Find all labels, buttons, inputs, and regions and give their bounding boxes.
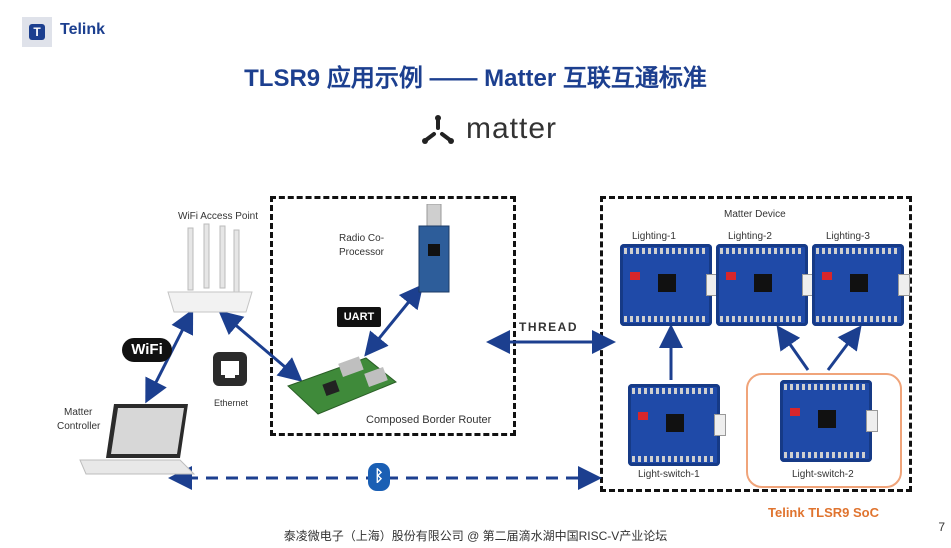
controller-label-2: Controller: [57, 421, 101, 432]
slide-title: TLSR9 应用示例 —— Matter 互联互通标准: [244, 65, 707, 92]
ethernet-label: Ethernet: [214, 398, 249, 408]
matter-wordmark: matter: [466, 112, 558, 145]
rcp-label-2: Processor: [339, 247, 385, 258]
lighting-1-label: Lighting-1: [632, 231, 676, 242]
light-switch-2-label: Light-switch-2: [792, 469, 854, 480]
controller-label-1: Matter: [64, 407, 93, 418]
footer-text: 泰凌微电子（上海）股份有限公司 @ 第二届滴水湖中国RISC-V产业论坛: [283, 529, 668, 543]
usb-dongle-icon: [418, 204, 450, 293]
soc-label: Telink TLSR9 SoC: [768, 505, 879, 520]
soc-highlight-box: [746, 373, 902, 488]
router-icon: [167, 223, 253, 313]
border-router-label: Composed Border Router: [366, 414, 492, 426]
matter-star-icon: [422, 115, 454, 144]
bluetooth-icon: ᛒ: [368, 463, 390, 491]
telink-logo-glyph: T: [29, 24, 45, 40]
ethernet-icon: [213, 352, 247, 386]
thread-label: THREAD: [519, 320, 578, 334]
laptop-icon: [79, 404, 196, 475]
lighting-1-board: [620, 244, 718, 326]
lighting-2-label: Lighting-2: [728, 231, 772, 242]
raspberry-pi-icon: [287, 356, 397, 415]
light-switch-1-label: Light-switch-1: [638, 469, 700, 480]
wifi-ap-label: WiFi Access Point: [178, 211, 259, 222]
brand-name: Telink: [60, 21, 106, 38]
lighting-3-label: Lighting-3: [826, 231, 870, 242]
telink-logo: T: [22, 17, 52, 47]
light-switch-2-board: [780, 380, 878, 462]
wifi-logo: WiFi: [122, 338, 172, 362]
light-switch-1-board: [628, 384, 726, 466]
lighting-3-board: [812, 244, 910, 326]
uart-badge: UART: [337, 307, 381, 327]
lighting-2-board: [716, 244, 814, 326]
page-number: 7: [938, 520, 945, 534]
matter-device-label: Matter Device: [724, 209, 786, 220]
rcp-label-1: Radio Co-: [339, 233, 385, 244]
